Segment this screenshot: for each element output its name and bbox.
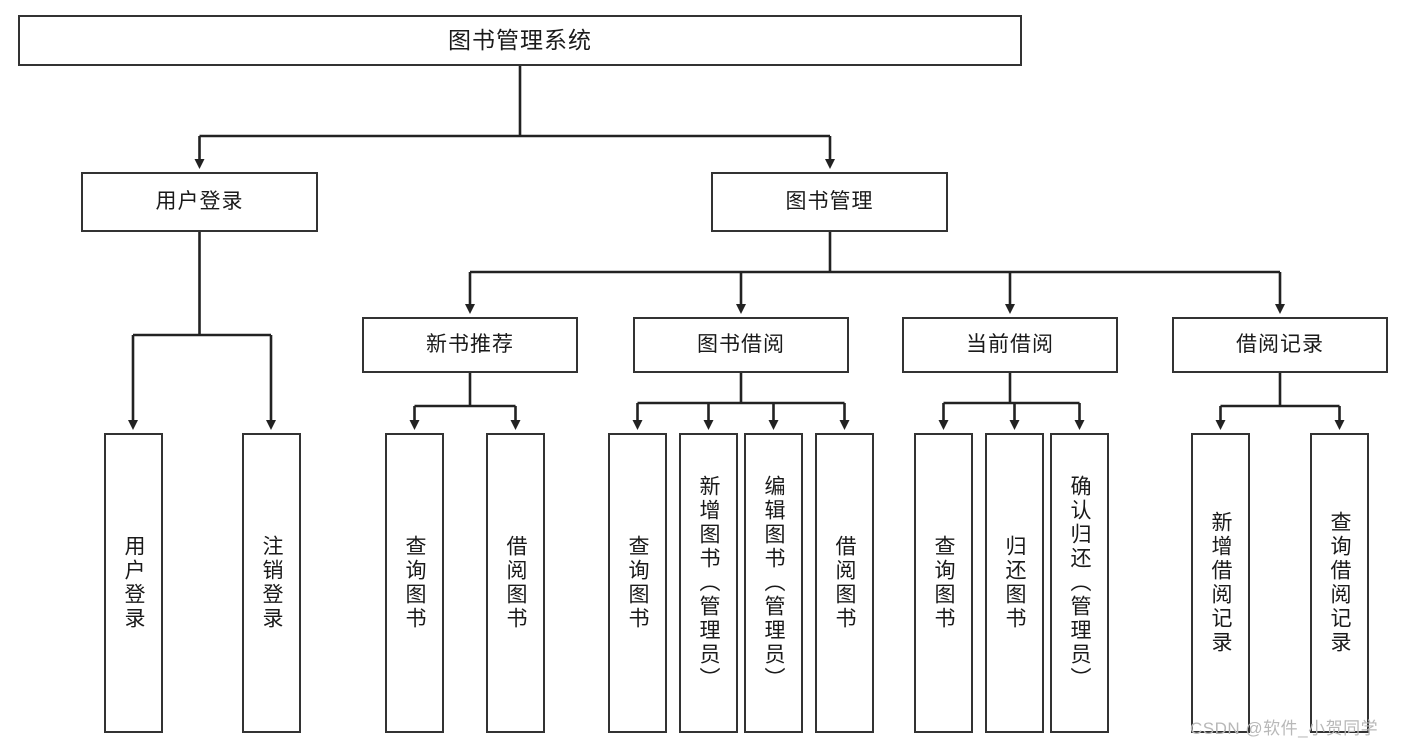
node-user-login[interactable]: 用户登录 [81,172,318,232]
leaf-borrowrecord-query-record[interactable]: 查询借阅记录 [1310,433,1369,733]
node-book-borrow[interactable]: 图书借阅 [633,317,849,373]
leaf-bookborrow-borrow-book[interactable]: 借阅图书 [815,433,874,733]
leaf-currentborrow-query-book[interactable]: 查询图书 [914,433,973,733]
node-new-book-recommend[interactable]: 新书推荐 [362,317,578,373]
leaf-user-logout[interactable]: 注销登录 [242,433,301,733]
leaf-user-login[interactable]: 用户登录 [104,433,163,733]
leaf-bookborrow-query-book[interactable]: 查询图书 [608,433,667,733]
leaf-bookborrow-add-book[interactable]: 新增图书（管理员） [679,433,738,733]
node-book-management[interactable]: 图书管理 [711,172,948,232]
leaf-currentborrow-return-book[interactable]: 归还图书 [985,433,1044,733]
leaf-currentborrow-confirm-return[interactable]: 确认归还（管理员） [1050,433,1109,733]
node-borrow-record[interactable]: 借阅记录 [1172,317,1388,373]
leaf-newbook-borrow-book[interactable]: 借阅图书 [486,433,545,733]
node-current-borrow[interactable]: 当前借阅 [902,317,1118,373]
leaf-borrowrecord-add-record[interactable]: 新增借阅记录 [1191,433,1250,733]
csdn-watermark: CSDN @软件_小贺同学 [1190,719,1379,738]
leaf-bookborrow-edit-book[interactable]: 编辑图书（管理员） [744,433,803,733]
node-root-book-management-system[interactable]: 图书管理系统 [18,15,1022,66]
leaf-newbook-query-book[interactable]: 查询图书 [385,433,444,733]
